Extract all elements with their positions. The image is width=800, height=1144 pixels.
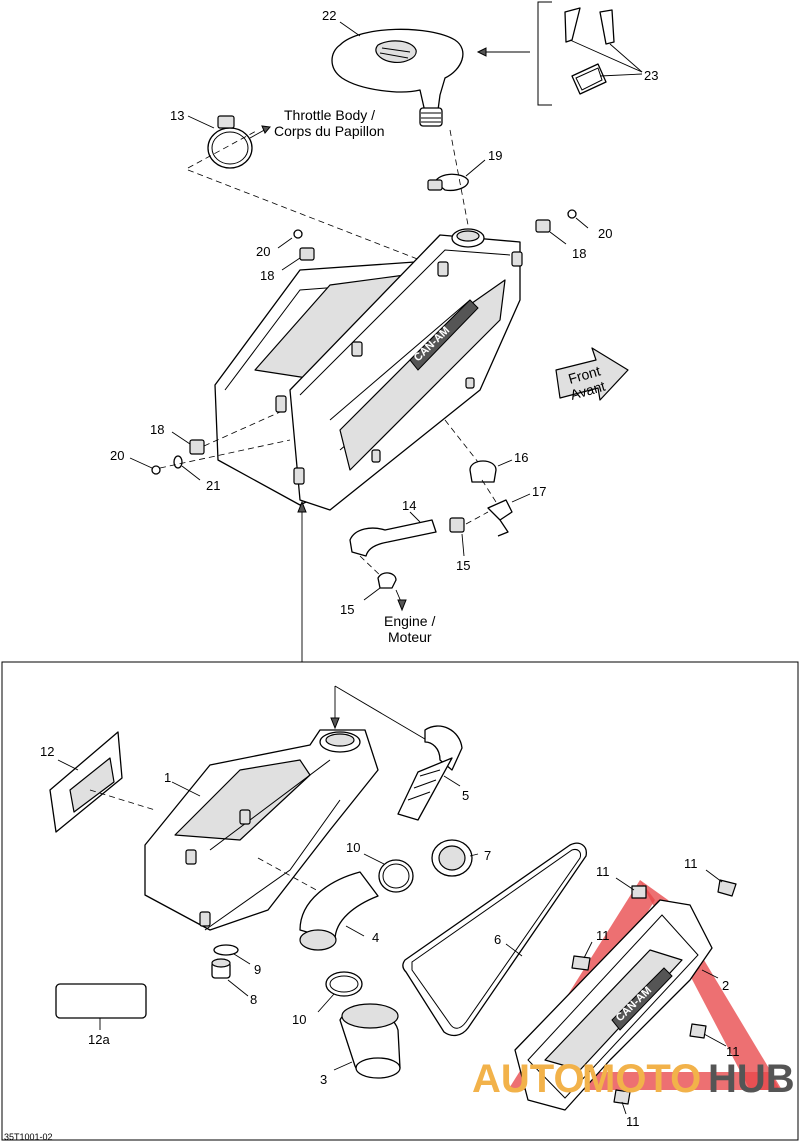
label-11-top: 11 [596, 864, 610, 879]
watermark-moto: MOTO [582, 1057, 701, 1101]
part-10-clamp-upper [363, 853, 414, 893]
part-12a-label-plate [55, 983, 147, 1019]
label-3: 3 [320, 1072, 327, 1087]
label-11-bottom-right: 11 [726, 1044, 740, 1059]
label-18-top-right: 18 [572, 246, 586, 261]
label-10-lower: 10 [292, 1012, 306, 1027]
label-15-right: 15 [456, 558, 470, 573]
note-engine-1: Engine / [384, 613, 435, 629]
label-7: 7 [484, 848, 491, 863]
label-9: 9 [254, 962, 261, 977]
label-18-top-left: 18 [260, 268, 274, 283]
part-13-clamp [187, 115, 271, 169]
label-4: 4 [372, 930, 379, 945]
label-11-bottom: 11 [626, 1114, 640, 1129]
label-18-left: 18 [150, 422, 164, 437]
part-10-clamp-lower [317, 971, 363, 1013]
label-6: 6 [494, 932, 501, 947]
label-1: 1 [164, 770, 171, 785]
front-direction-arrow [555, 347, 629, 401]
note-throttle-body-2: Corps du Papillon [274, 123, 385, 139]
label-20-left: 20 [110, 448, 124, 463]
part-2-air-box-cover: CAN-AM [514, 899, 719, 1111]
label-2: 2 [722, 978, 729, 993]
part-6-gasket [402, 842, 587, 1037]
label-5: 5 [462, 788, 469, 803]
part-23-clamp-set [476, 1, 643, 106]
drain-assembly [349, 419, 531, 612]
label-19: 19 [488, 148, 502, 163]
label-20-top-left: 20 [256, 244, 270, 259]
label-10-upper: 10 [346, 840, 360, 855]
label-12a: 12a [88, 1032, 110, 1047]
label-11-top-right: 11 [684, 856, 698, 871]
label-13: 13 [170, 108, 184, 123]
part-11-clips [571, 869, 737, 1115]
label-8: 8 [250, 992, 257, 1007]
watermark-auto: AUTO [472, 1057, 585, 1101]
label-11-mid: 11 [596, 928, 610, 943]
label-14: 14 [402, 498, 416, 513]
part-4-intake-tube [299, 871, 379, 951]
part-8-drain-cap [211, 958, 249, 997]
label-15-left: 15 [340, 602, 354, 617]
label-12: 12 [40, 744, 54, 759]
watermark-hub: HUB [708, 1057, 795, 1101]
label-23: 23 [644, 68, 658, 83]
label-20-top-right: 20 [598, 226, 612, 241]
label-21: 21 [206, 478, 220, 493]
part-7-adapter [431, 839, 479, 877]
part-9-clip [213, 944, 251, 965]
fasteners-upper [129, 209, 589, 481]
part-19-clamp [427, 159, 486, 192]
part-5-intake-elbow [397, 725, 463, 821]
label-22: 22 [322, 8, 336, 23]
label-16: 16 [514, 450, 528, 465]
part-22-intake-silencer [331, 28, 464, 127]
note-throttle-body-1: Throttle Body / [284, 107, 375, 123]
part-1-air-box [144, 685, 431, 931]
label-17: 17 [532, 484, 546, 499]
part-3-air-filter [333, 1003, 401, 1079]
reference-code: 35T1001-02 [4, 1132, 53, 1142]
note-engine-2: Moteur [388, 629, 432, 645]
part-12-foam-pad [49, 731, 156, 833]
